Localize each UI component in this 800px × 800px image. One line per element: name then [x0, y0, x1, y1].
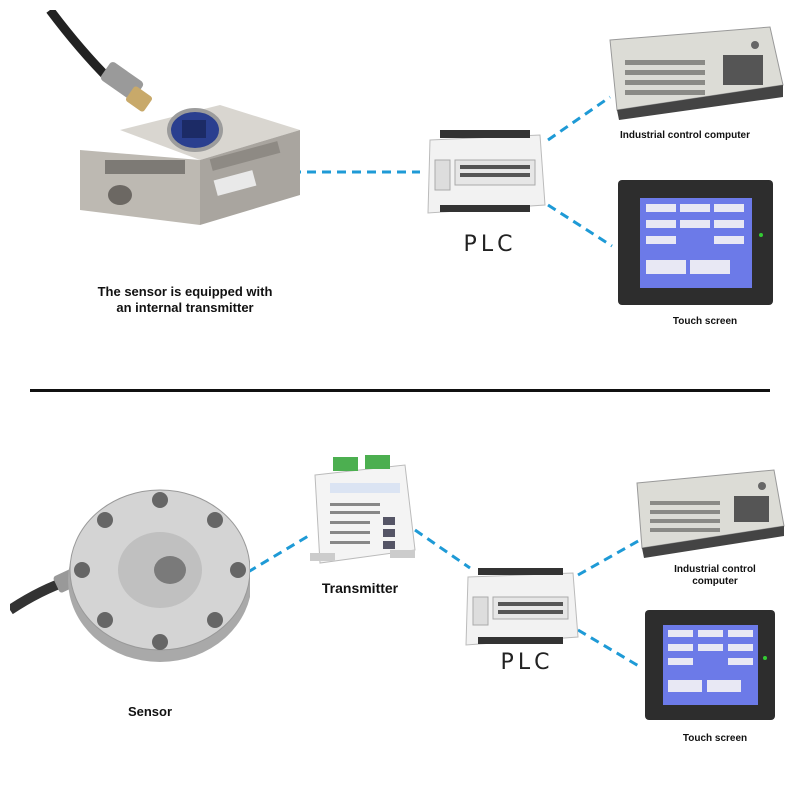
top-sensor-label-line2: an internal transmitter [116, 300, 254, 315]
plc-image-bottom [465, 568, 579, 646]
plc-image-top [427, 130, 546, 214]
bottom-sensor-label: Sensor [127, 704, 173, 719]
s-type-load-cell-image [46, 10, 300, 225]
industrial-computer-image-bottom [636, 469, 785, 558]
bottom-computer-label-line1: Industrial control [674, 564, 756, 575]
top-computer-label: Industrial control computer [619, 130, 750, 141]
spoke-load-cell-image [10, 489, 250, 662]
touch-screen-image-bottom [645, 610, 775, 720]
top-sensor-label: The sensor is equipped with an internal … [60, 284, 310, 316]
bottom-computer-label-line2: computer [692, 576, 738, 587]
transmitter-image [310, 455, 416, 564]
bottom-touch-screen-label: Touch screen [682, 733, 748, 744]
top-touch-screen-label: Touch screen [672, 316, 738, 327]
section-divider [30, 389, 770, 392]
industrial-computer-image-top [609, 26, 784, 120]
bottom-plc-label: PLC [500, 650, 554, 675]
bottom-computer-label: Industrial control computer [650, 564, 780, 588]
link-transmitter-plc [414, 528, 471, 570]
link-plc-touch-bottom [577, 628, 643, 670]
link-plc-touch-top [547, 203, 613, 248]
transmitter-label: Transmitter [321, 580, 399, 596]
link-sensor-transmitter [247, 533, 311, 574]
touch-screen-image-top [618, 180, 773, 305]
link-plc-computer-bottom [577, 538, 641, 577]
top-sensor-label-line1: The sensor is equipped with [97, 284, 273, 299]
top-plc-label: PLC [463, 232, 517, 257]
